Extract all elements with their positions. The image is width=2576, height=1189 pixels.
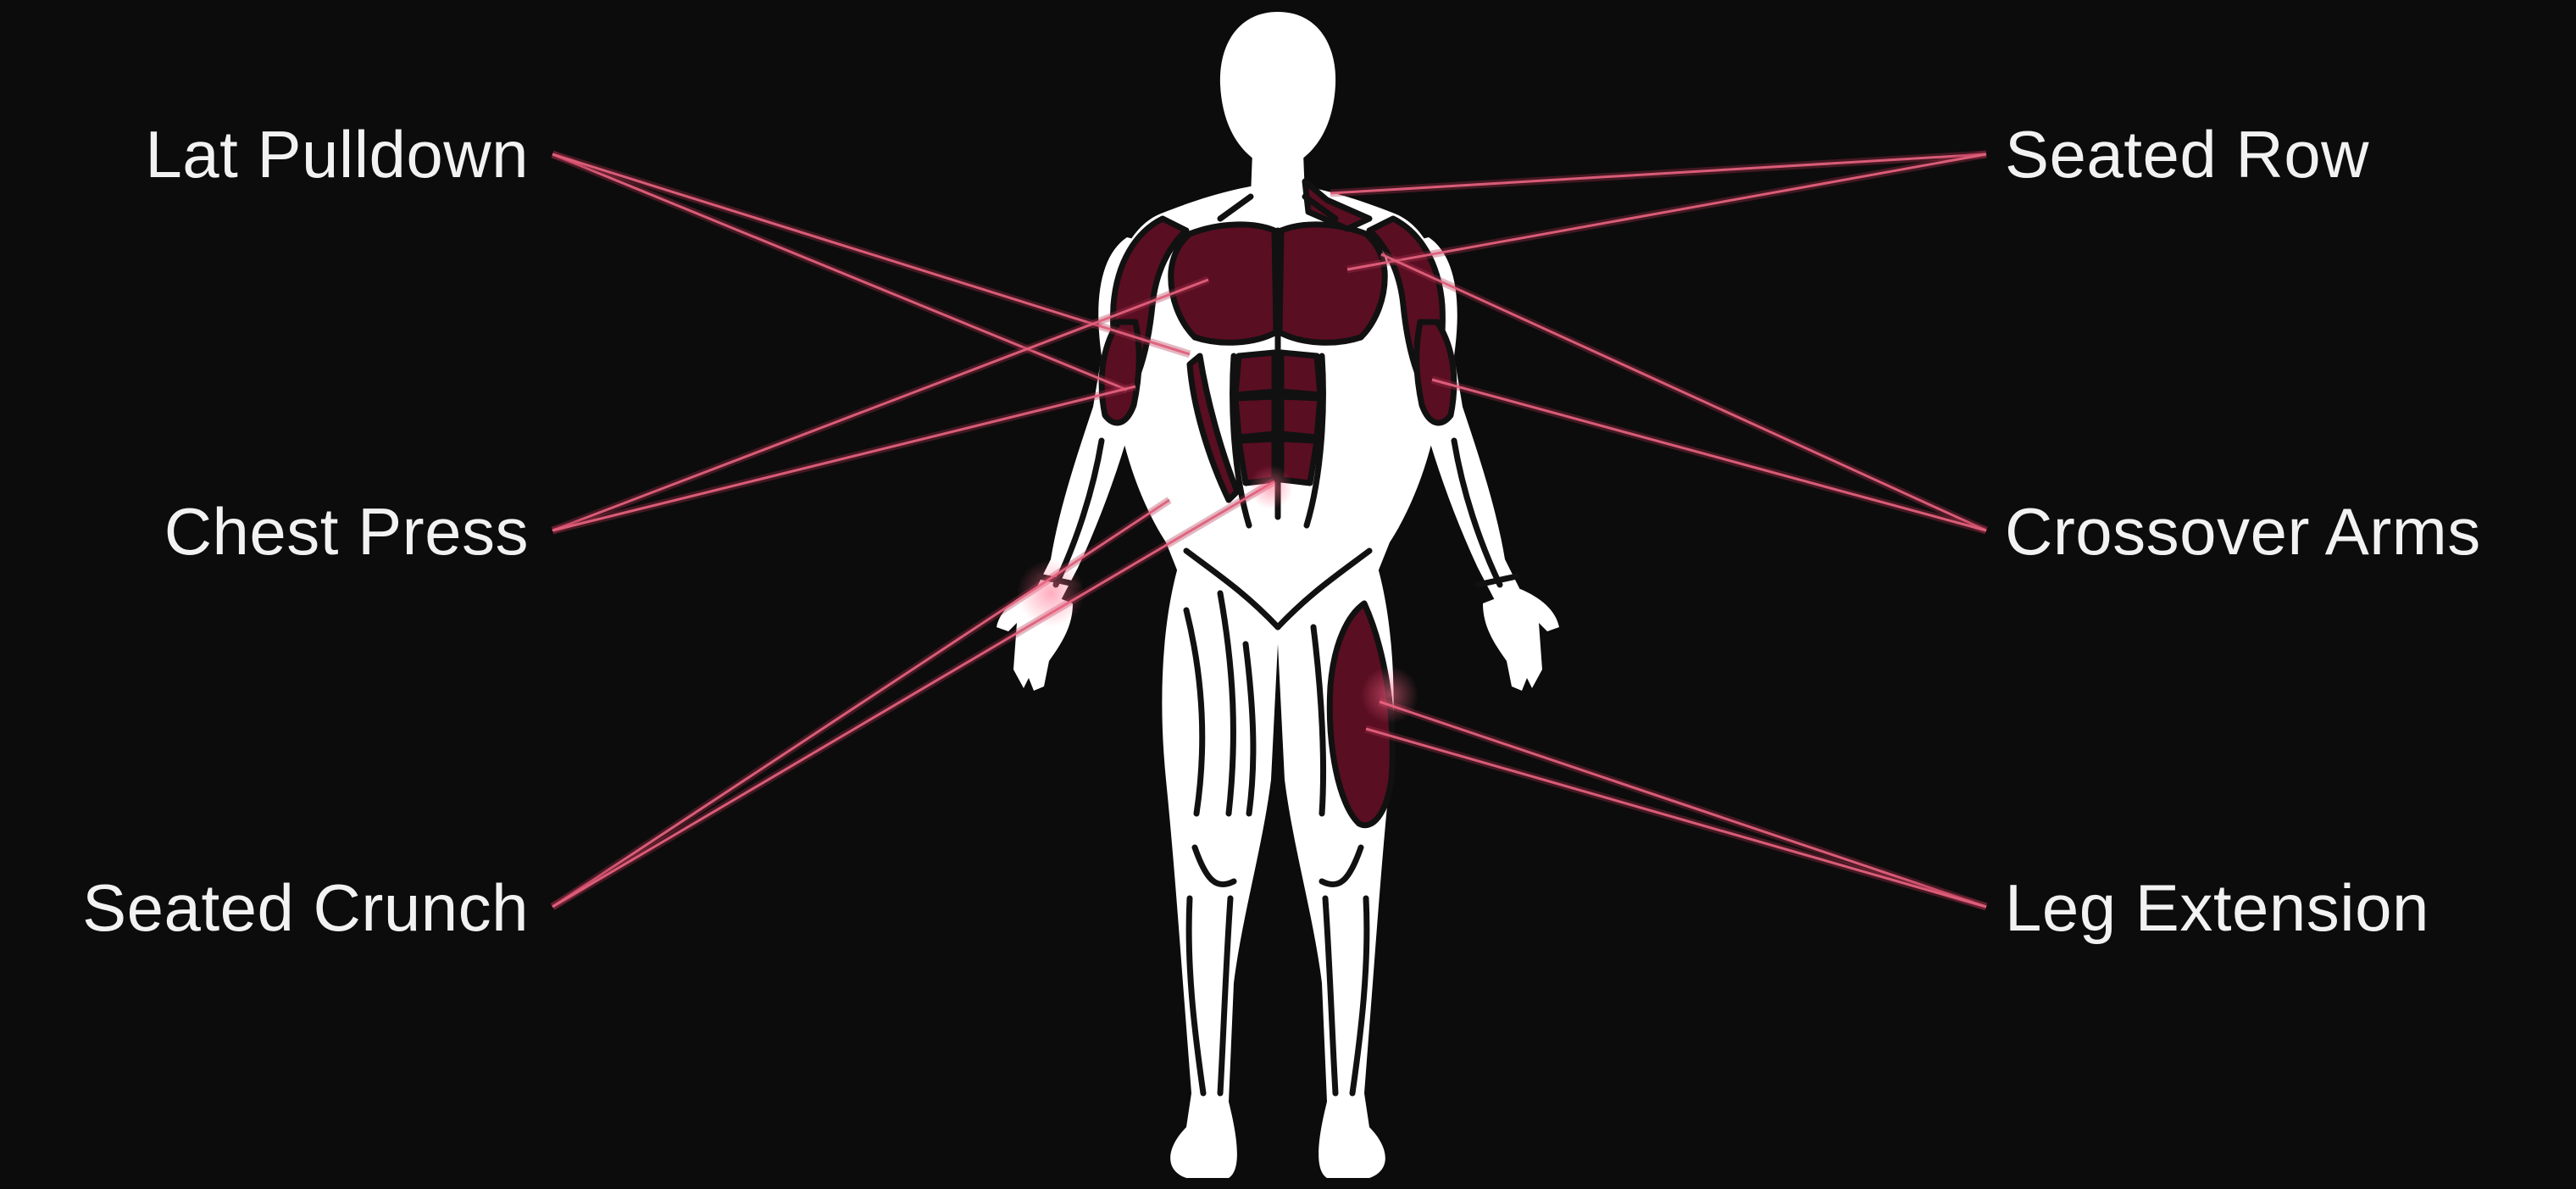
label-crossover-arms: Crossover Arms [2005,498,2481,564]
label-seated-row: Seated Row [2005,121,2369,187]
abs-mid-right [1281,397,1320,437]
label-chest-press: Chest Press [164,498,529,564]
abs-upper-right [1281,353,1320,395]
right-pectoral [1280,225,1385,342]
right-biceps [1417,322,1454,423]
left-pectoral [1171,225,1276,342]
label-seated-crunch: Seated Crunch [82,875,529,941]
abs-upper-left [1235,353,1274,395]
label-leg-extension: Leg Extension [2005,875,2429,941]
abs-mid-left [1235,397,1274,437]
label-lat-pulldown: Lat Pulldown [145,121,529,187]
